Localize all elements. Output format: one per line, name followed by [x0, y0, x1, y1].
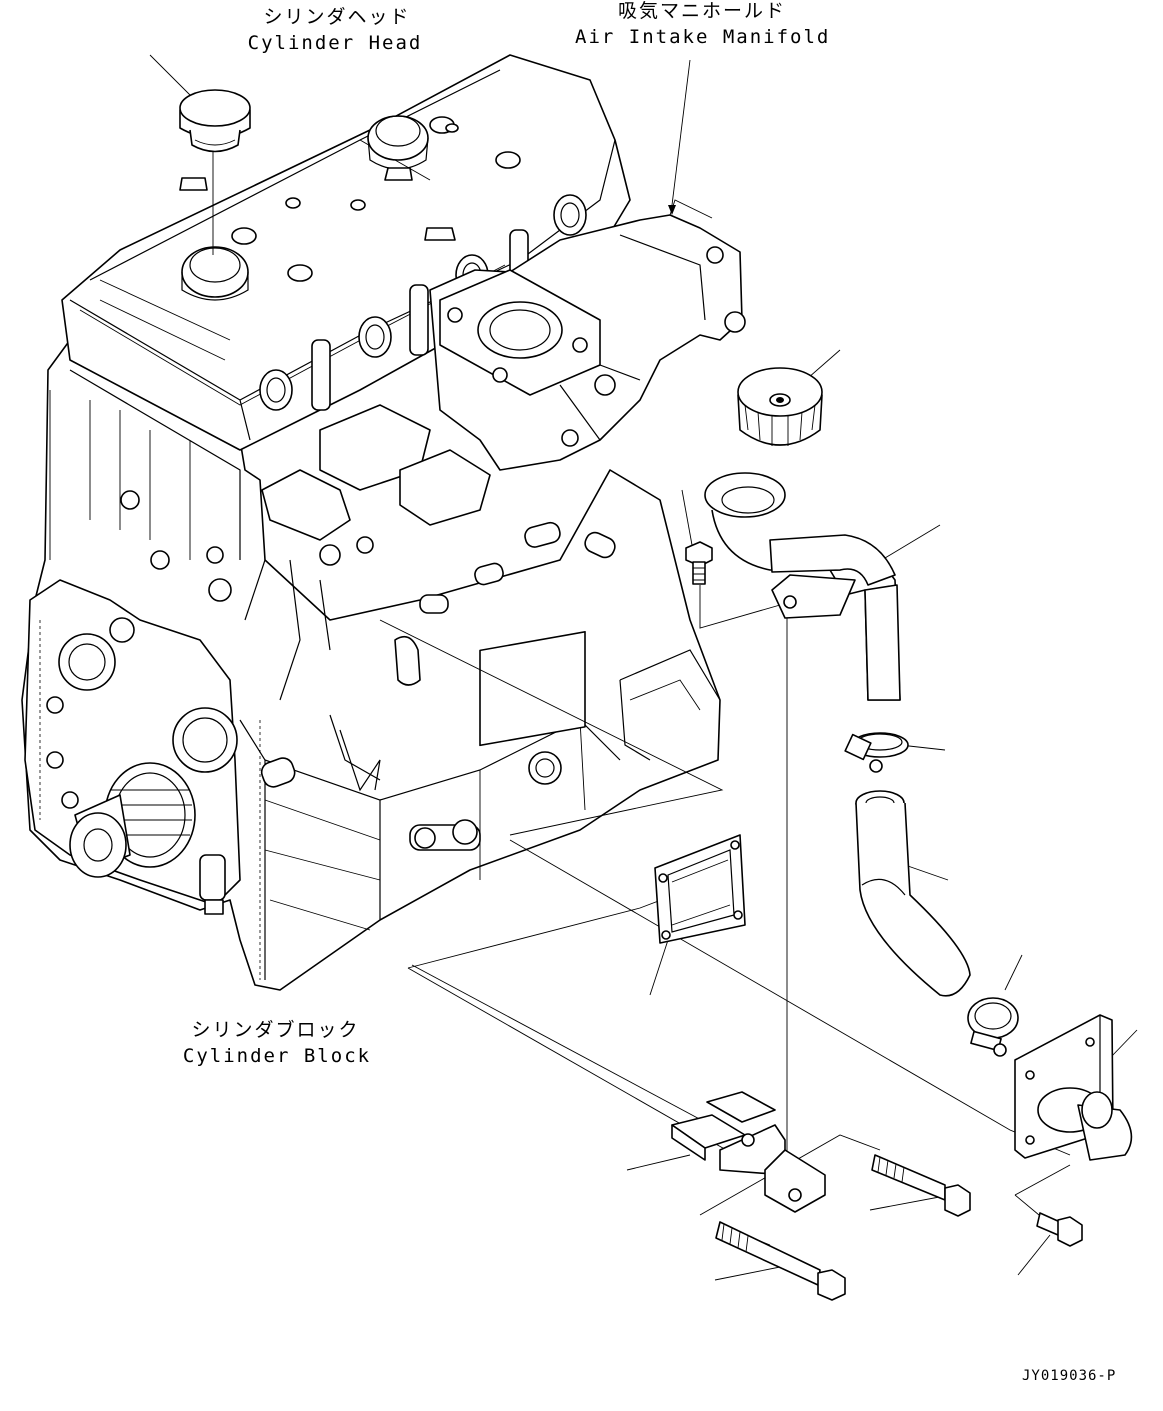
- filler-pipe-bolt: [685, 541, 713, 585]
- cylinder-head-plug: [179, 89, 251, 153]
- oil-filler-hose: [855, 790, 971, 997]
- oil-filler-cap: [737, 367, 823, 446]
- cylinder-block-label-jp: シリンダブロック: [191, 1019, 360, 1041]
- cylinder-head-label-en: Cylinder Head: [247, 32, 423, 54]
- hose-clamp-upper: [844, 732, 909, 773]
- bracket-bolt-long: [715, 1221, 846, 1301]
- mounting-bracket: [671, 1091, 826, 1213]
- flange-bolt-short: [1036, 1212, 1083, 1247]
- drawing-code: JY019036-P: [1022, 1368, 1117, 1384]
- cylinder-head-label-jp: シリンダヘッド: [263, 6, 411, 28]
- hose-clamp-lower: [967, 997, 1019, 1057]
- cylinder-block-label-en: Cylinder Block: [182, 1045, 372, 1067]
- oil-filler-pipe: [704, 472, 901, 701]
- cylinder-block-drawing: [21, 54, 746, 991]
- gasket: [654, 834, 746, 944]
- elbow-flange: [1014, 1014, 1133, 1161]
- intake-manifold-label-en: Air Intake Manifold: [575, 26, 831, 48]
- flange-bolt-long: [871, 1154, 971, 1217]
- intake-manifold-label-jp: 吸気マニホールド: [617, 0, 786, 22]
